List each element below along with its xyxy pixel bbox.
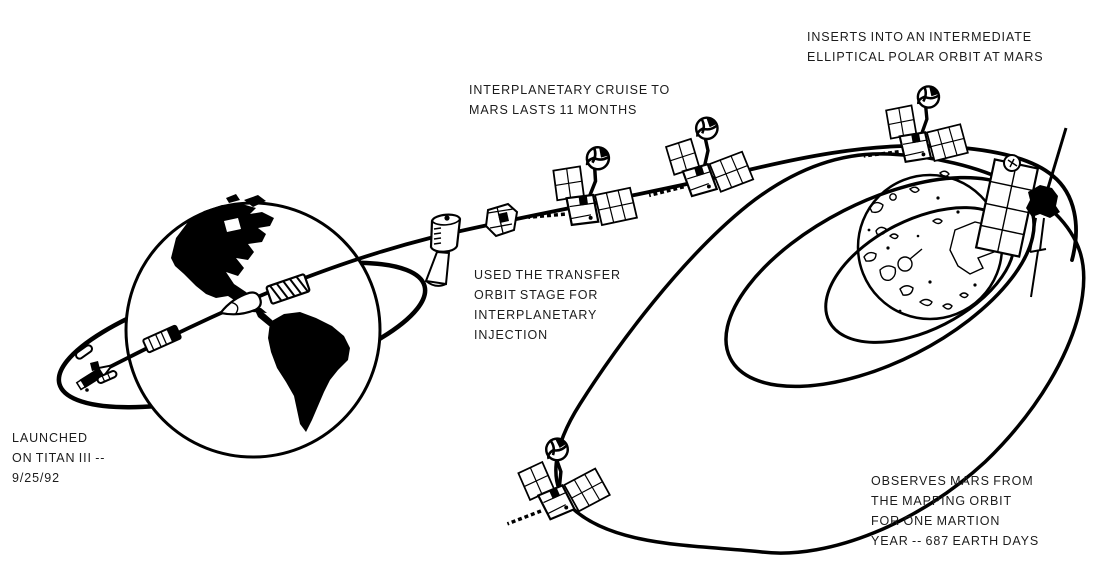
tos-nozzle	[424, 250, 451, 286]
booster-debris	[74, 344, 118, 392]
label-mapping-observation: OBSERVES MARS FROM THE MAPPING ORBIT FOR…	[871, 474, 1040, 548]
arctic-islands	[226, 194, 266, 207]
mars-crater-dots	[867, 196, 977, 313]
south-america-landmass	[268, 312, 350, 432]
earth-globe	[124, 194, 382, 459]
orbiter-body	[1026, 185, 1060, 218]
titan-core-stage	[142, 324, 182, 354]
label-transfer-stage: USED THE TRANSFER ORBIT STAGE FOR INTERP…	[474, 268, 621, 342]
label-mars-insertion: INSERTS INTO AN INTERMEDIATE ELLIPTICAL …	[807, 30, 1044, 64]
mars-capture-orbit-outer	[554, 152, 1086, 555]
upper-stage-hatched	[265, 273, 311, 305]
adapter-debris	[484, 202, 519, 238]
payload-fairing	[218, 291, 262, 316]
spacecraft-mars-orbit-inserted	[974, 127, 1068, 298]
spacecraft-cruise-2	[643, 113, 756, 201]
label-cruise: INTERPLANETARY CRUISE TO MARS LASTS 11 M…	[469, 83, 671, 117]
north-america-landmass	[171, 204, 274, 309]
titan-rocket	[75, 363, 115, 391]
spacecraft-mapping-orbit	[492, 429, 614, 529]
label-launch: LAUNCHED ON TITAN III -- 9/25/92	[12, 431, 106, 485]
spacecraft-cruise-1	[526, 138, 646, 234]
hudson-bay	[224, 218, 241, 232]
transfer-orbit-stage	[424, 213, 462, 287]
